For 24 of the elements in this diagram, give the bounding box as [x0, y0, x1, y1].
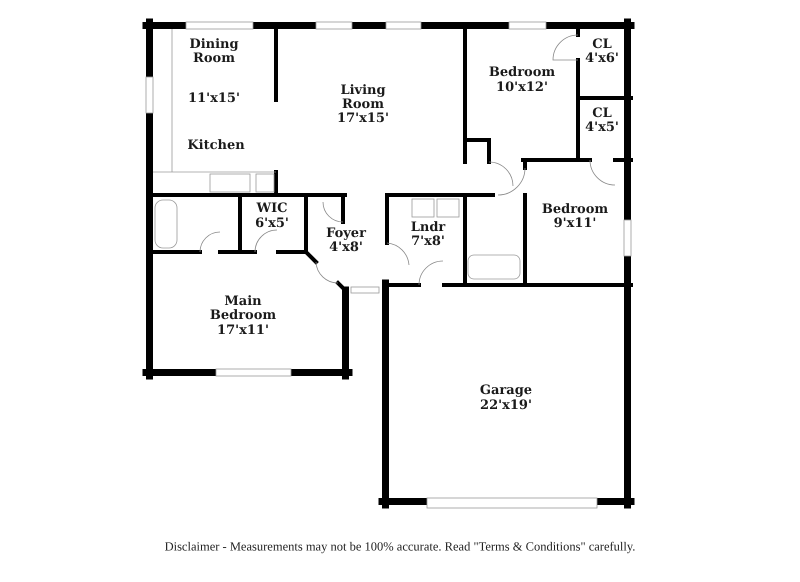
room-name: Lndr [410, 221, 446, 235]
room-dimension: 17'x15' [336, 112, 390, 126]
room-dimension: 11'x15' [187, 92, 241, 106]
room-dimension: 4'x6' [584, 52, 620, 66]
room-dimension: 4'x8' [328, 241, 364, 255]
room-name: Foyer [325, 227, 368, 241]
room-name: CL [591, 107, 613, 121]
disclaimer-note: Disclaimer - Measurements may not be 100% accurate. Read "Terms & Conditions" carefully. [164, 540, 636, 554]
room-dimension: 7'x8' [410, 235, 446, 249]
room-name: Garage [478, 384, 534, 398]
room-name: Kitchen [186, 139, 246, 153]
room-dimension: 17'x11' [216, 324, 270, 338]
room-name: CL [591, 38, 613, 52]
room-dimension: 4'x5' [584, 121, 620, 135]
room-name: Bedroom [540, 203, 610, 217]
room-dimension: 9'x11' [552, 217, 598, 231]
room-dimension: 22'x19' [479, 399, 533, 413]
room-name: Main Bedroom [208, 295, 278, 323]
room-dimension: 6'x5' [254, 217, 290, 231]
room-name: Bedroom [488, 66, 556, 80]
room-name: Living Room [339, 84, 387, 112]
room-name: Dining Room [188, 38, 240, 66]
room-dimension: 10'x12' [495, 81, 549, 95]
room-name: WIC [255, 202, 289, 216]
